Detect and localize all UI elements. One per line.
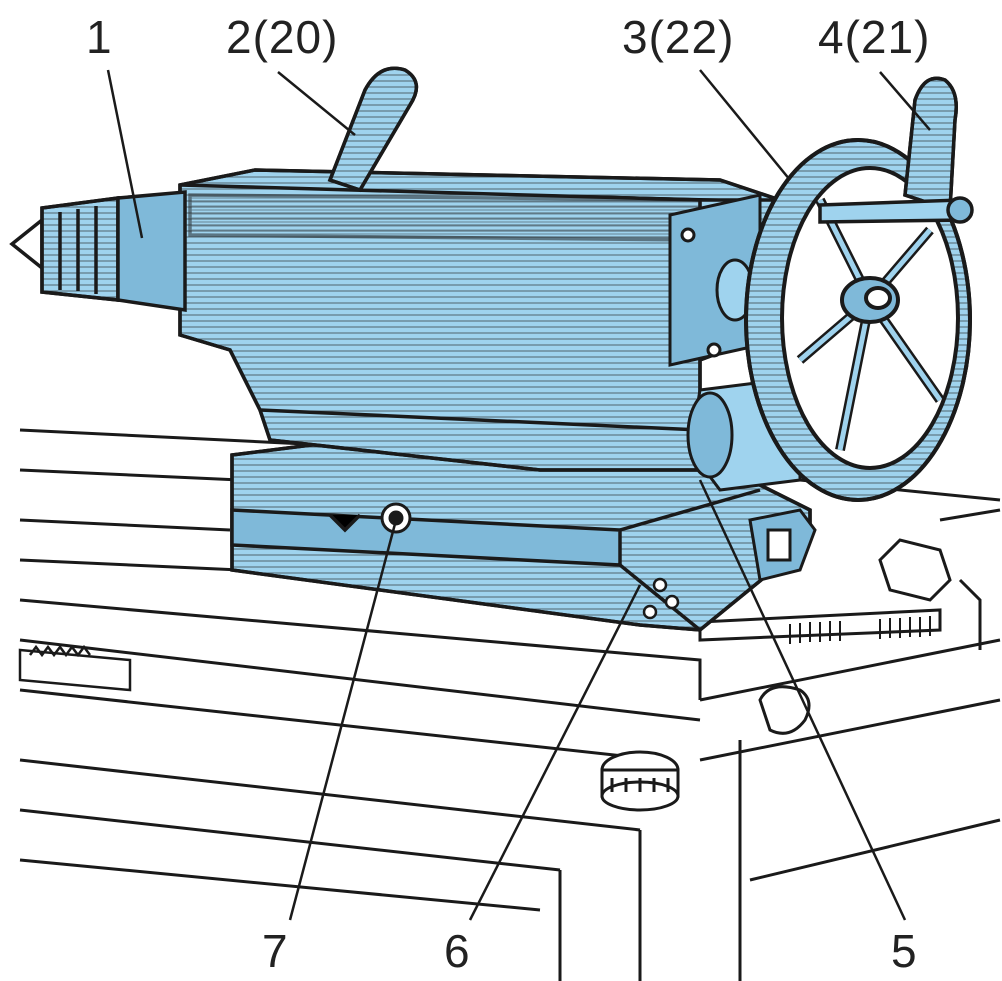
handwheel-handle	[818, 76, 974, 224]
left-rack	[18, 644, 132, 692]
leader-5	[698, 479, 907, 921]
callout-4: 4(21)	[818, 11, 931, 63]
leader-lines	[106, 69, 931, 921]
callout-3: 3(22)	[622, 11, 735, 63]
adjustment-block	[748, 508, 817, 582]
leader-2	[277, 71, 356, 136]
clamp-lever	[758, 685, 811, 735]
quill	[9, 190, 187, 313]
locking-screw	[380, 502, 412, 534]
end-flange	[668, 193, 762, 367]
callout-7: 7	[262, 925, 289, 977]
tailstock-body	[178, 168, 782, 472]
leader-6	[468, 584, 642, 921]
handwheel	[744, 138, 972, 502]
callout-5: 5	[891, 925, 918, 977]
lathe-bed	[19, 428, 1001, 981]
rack-teeth	[789, 616, 931, 644]
leader-3	[699, 69, 791, 181]
base-bolts	[642, 577, 680, 620]
clamp-nut	[600, 750, 680, 812]
callout-1: 1	[86, 11, 113, 63]
leader-4	[879, 71, 931, 131]
callout-6: 6	[444, 925, 471, 977]
leader-7	[288, 519, 398, 921]
callout-2: 2(20)	[226, 11, 339, 63]
quill-lock-lever	[327, 66, 419, 193]
leader-1	[106, 69, 144, 239]
